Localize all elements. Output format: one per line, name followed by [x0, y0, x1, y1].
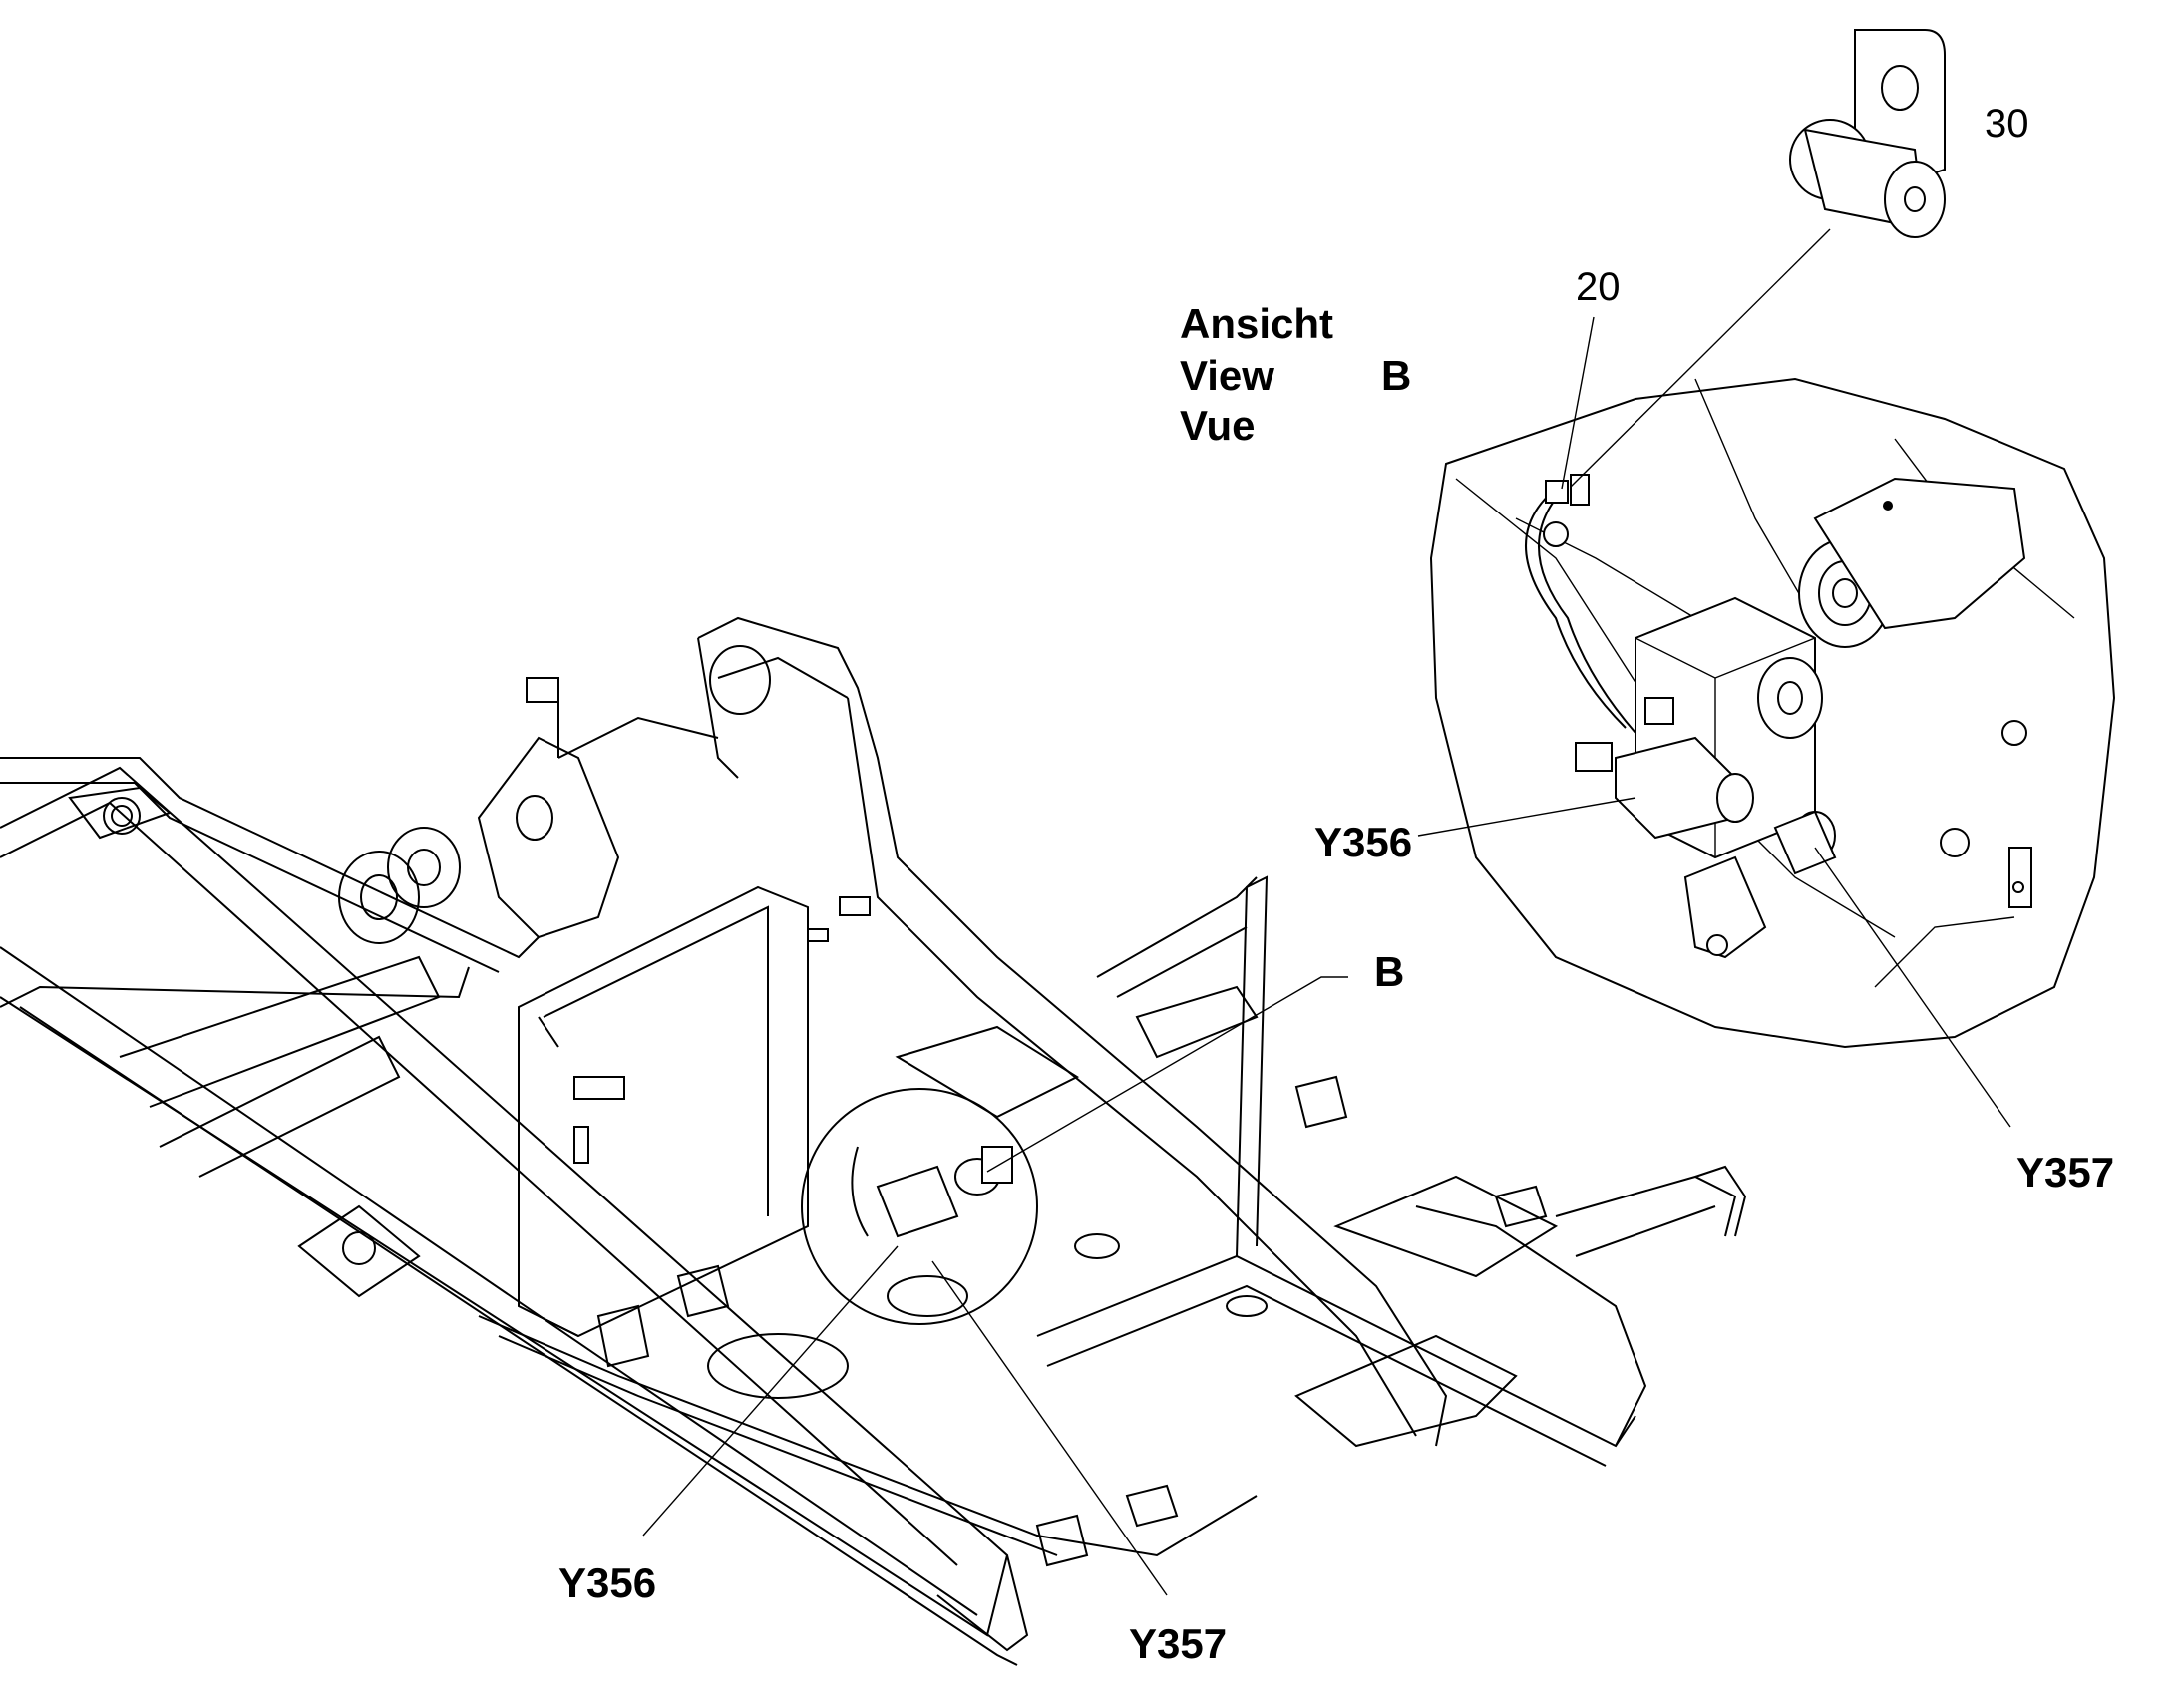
- view-b-detail: [1429, 377, 2116, 1049]
- view-title-german: Ansicht: [1180, 300, 1334, 347]
- view-title-letter: B: [1381, 352, 1412, 399]
- main-frame-assembly: [0, 616, 1747, 1666]
- part-20-callout: 20: [1576, 265, 1621, 309]
- main-y357-callout: Y357: [1129, 1620, 1228, 1667]
- detail-y357-callout: Y357: [2016, 1149, 2115, 1196]
- view-title-french: Vue: [1180, 402, 1256, 449]
- part-30-callout: 30: [1985, 102, 2029, 146]
- view-b-marker: B: [1374, 948, 1405, 995]
- detail-y356-callout: Y356: [1314, 819, 1413, 865]
- main-y356-callout: Y356: [558, 1559, 657, 1606]
- part-30-clamp: [1789, 29, 1946, 238]
- view-title-english: View: [1180, 352, 1274, 399]
- leader-lines: [642, 228, 2011, 1596]
